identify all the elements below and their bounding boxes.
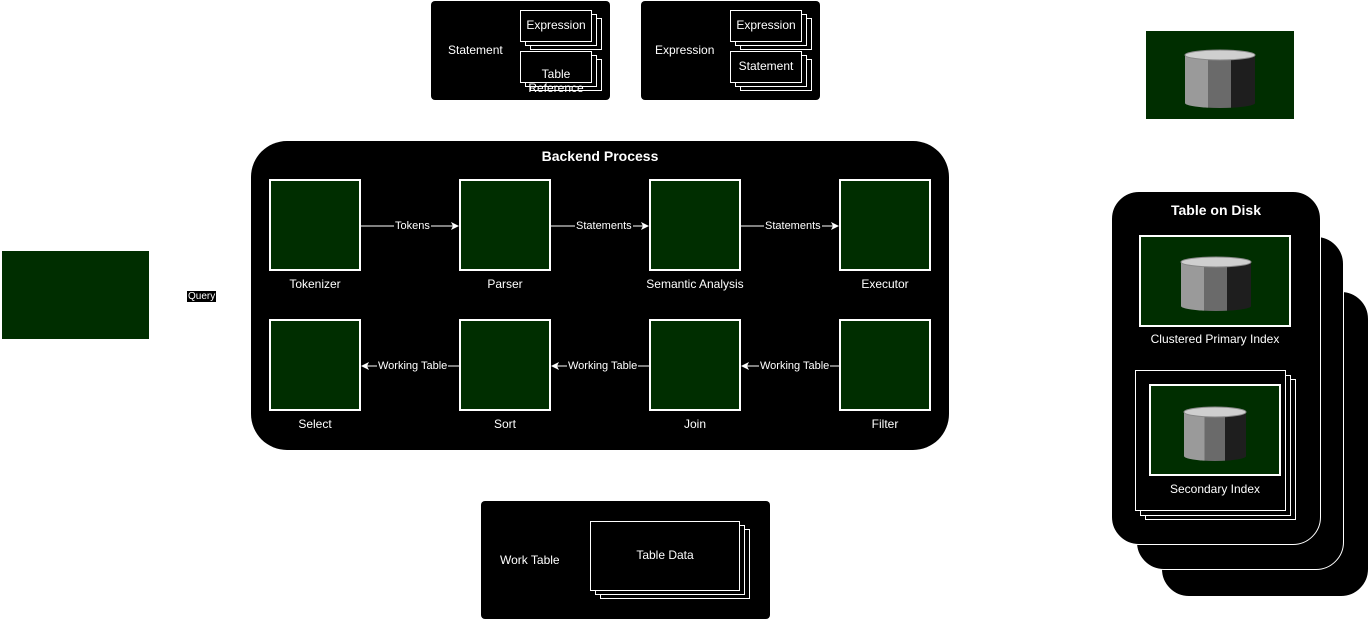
tokenizer-node <box>269 179 361 271</box>
edge-label-statements-2: Statements <box>764 220 822 232</box>
filter-node <box>839 319 931 411</box>
statement-panel-title: Statement <box>448 43 503 57</box>
select-node <box>269 319 361 411</box>
tokenizer-label: Tokenizer <box>289 277 341 291</box>
secondary-index-label: Secondary Index <box>1169 482 1261 496</box>
database-icon <box>1180 256 1252 311</box>
edge-label-working-table-3: Working Table <box>759 360 831 372</box>
database-box <box>1146 31 1294 119</box>
table-data-item: Table Data <box>590 521 740 591</box>
table-on-disk-title: Table on Disk <box>1171 202 1261 218</box>
client-box <box>2 251 149 339</box>
semantic-analysis-node <box>649 179 741 271</box>
expression-item: Expression <box>520 10 592 42</box>
table-reference-item: Table Reference <box>520 51 592 95</box>
secondary-index-box <box>1149 384 1281 476</box>
database-icon <box>1183 406 1247 461</box>
backend-process-title: Backend Process <box>541 148 659 164</box>
database-icon <box>1184 49 1256 108</box>
statement-item: Statement <box>730 51 802 83</box>
executor-label: Executor <box>861 277 909 291</box>
statement-panel: Statement Expression Table Reference <box>431 1 610 100</box>
expression-item: Expression <box>730 10 802 42</box>
expression-panel-title: Expression <box>655 43 715 57</box>
parser-node <box>459 179 551 271</box>
select-label: Select <box>298 417 332 431</box>
edge-label-tokens: Tokens <box>394 220 431 232</box>
sort-label: Sort <box>493 417 516 431</box>
backend-process-panel: Backend Process <box>251 141 949 450</box>
clustered-primary-index-label: Clustered Primary Index <box>1150 332 1280 346</box>
join-node <box>649 319 741 411</box>
expression-panel: Expression Expression Statement <box>641 1 820 100</box>
edge-label-working-table-2: Working Table <box>567 360 639 372</box>
semantic-analysis-label: Semantic Analysis <box>646 277 744 291</box>
clustered-primary-index-box <box>1139 235 1291 327</box>
edge-label-working-table-1: Working Table <box>377 360 449 372</box>
query-label: Query <box>187 291 217 302</box>
work-table-panel: Work Table Table Data <box>481 501 770 619</box>
parser-label: Parser <box>487 277 523 291</box>
filter-label: Filter <box>871 417 899 431</box>
sort-node <box>459 319 551 411</box>
work-table-title: Work Table <box>500 553 560 567</box>
edge-label-statements-1: Statements <box>575 220 633 232</box>
executor-node <box>839 179 931 271</box>
join-label: Join <box>683 417 706 431</box>
